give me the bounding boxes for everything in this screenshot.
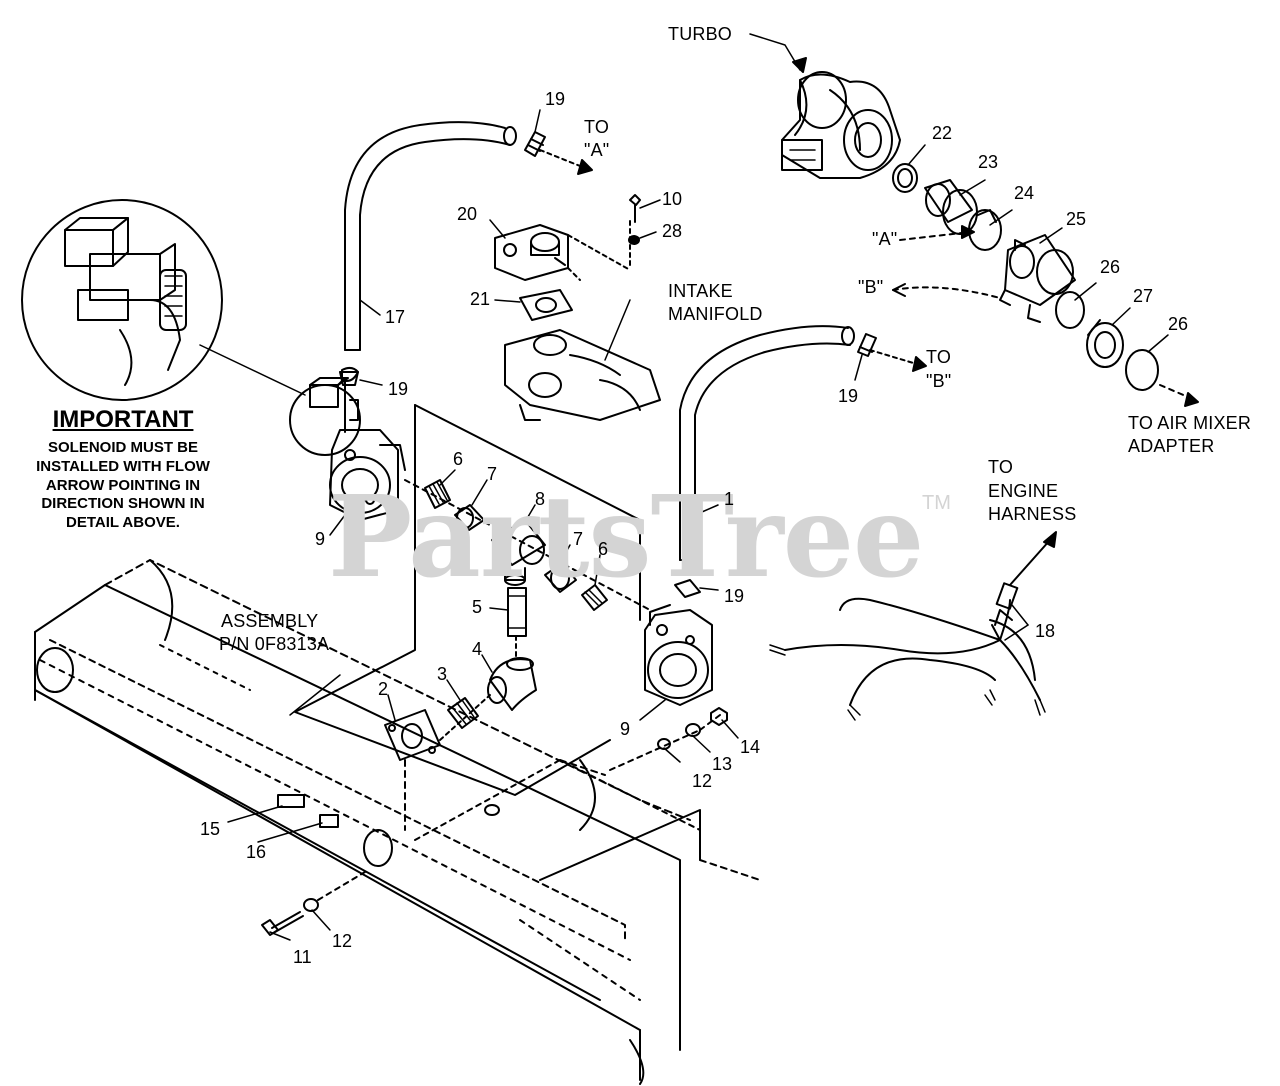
mixer-25 [999, 234, 1076, 323]
label-input-b: "B" [858, 277, 884, 297]
label-air-mixer-2: ADAPTER [1128, 436, 1215, 456]
oring-26b [1125, 349, 1159, 391]
label-assembly-1: ASSEMBLY [221, 611, 319, 631]
screw-11 [261, 911, 304, 936]
label-air-mixer-1: TO AIR MIXER [1128, 413, 1252, 433]
label-input-a: "A" [872, 229, 898, 249]
part-number-5: 5 [472, 597, 483, 617]
part-number-2: 2 [378, 679, 389, 699]
assembly-axis [404, 479, 651, 611]
part-number-20: 20 [457, 204, 478, 224]
washer-12 [657, 738, 671, 750]
fitting-27 [1086, 319, 1124, 368]
part-number-25: 25 [1066, 209, 1087, 229]
part-number-21: 21 [470, 289, 491, 309]
label-intake-2: MANIFOLD [668, 304, 763, 324]
label-engine-1: TO [988, 457, 1014, 477]
part-number-3: 3 [437, 664, 448, 684]
label-engine-3: HARNESS [988, 504, 1077, 524]
regulator-left [309, 366, 406, 521]
part-number-6a: 6 [453, 449, 464, 469]
bushing-7-upper [454, 504, 485, 531]
washer-12-bottom [303, 898, 319, 912]
part-number-19d: 19 [724, 586, 745, 606]
part-number-23: 23 [978, 152, 999, 172]
gas-valve-20 [494, 224, 569, 281]
part-number-10: 10 [662, 189, 683, 209]
arrow-to-a [539, 149, 586, 169]
part-number-15: 15 [200, 819, 221, 839]
part-number-9a: 9 [315, 529, 326, 549]
oring-26a [1055, 291, 1085, 329]
label-turbo: TURBO [668, 24, 732, 44]
gasket-21 [519, 289, 573, 321]
watermark-tm: TM [922, 492, 951, 514]
label-to-a-2: "A" [584, 140, 610, 160]
part-number-24: 24 [1014, 183, 1035, 203]
nipple-3 [447, 697, 479, 729]
part-number-4: 4 [472, 639, 483, 659]
label-to-b-1: TO [926, 347, 952, 367]
part-number-12a: 12 [692, 771, 713, 791]
bushing-7-lower [544, 562, 577, 593]
frame-rail [34, 559, 761, 1085]
flange-2 [384, 709, 441, 761]
hose-17 [344, 121, 517, 351]
label-engine-2: ENGINE [988, 481, 1059, 501]
part-number-7b: 7 [573, 529, 584, 549]
part-number-26a: 26 [1100, 257, 1121, 277]
part-number-11: 11 [293, 947, 312, 967]
note-heading: IMPORTANT [52, 406, 194, 433]
nut-14 [710, 707, 728, 726]
solenoid-detail [21, 199, 223, 401]
part-number-9b: 9 [620, 719, 631, 739]
part-number-26b: 26 [1168, 314, 1189, 334]
clamp-19-top [524, 131, 546, 157]
part-number-28: 28 [662, 221, 683, 241]
part-number-12b: 12 [332, 931, 353, 951]
label-intake-1: INTAKE [668, 281, 733, 301]
watermark-logo: PartsTree [328, 472, 924, 603]
note-body: SOLENOID MUST BE INSTALLED WITH FLOW ARR… [36, 439, 210, 531]
part-number-22: 22 [932, 123, 953, 143]
washer-28 [628, 235, 640, 245]
part-number-27: 27 [1133, 286, 1154, 306]
part-number-13: 13 [712, 754, 733, 774]
detail-leader [199, 344, 306, 396]
intake-manifold [504, 329, 661, 421]
regulator-right [644, 579, 713, 706]
part-number-16: 16 [246, 842, 267, 862]
label-to-a-1: TO [584, 117, 610, 137]
part-number-19c: 19 [838, 386, 859, 406]
part-number-14: 14 [740, 737, 761, 757]
part-number-7a: 7 [487, 464, 498, 484]
clamp-24 [968, 209, 1002, 251]
clamp-19-left [339, 371, 359, 386]
nipple-6-lower [581, 584, 608, 611]
elbow-4 [487, 657, 537, 711]
harness-18 [769, 582, 1046, 721]
part-number-8: 8 [535, 489, 546, 509]
clamp-22 [892, 163, 918, 193]
label-assembly-2: P/N 0F8313A [219, 634, 330, 654]
hose-1 [679, 325, 855, 561]
leader-lines [227, 109, 1169, 941]
part-number-6b: 6 [598, 539, 609, 559]
nipple-6-upper [424, 479, 451, 509]
part-number-18: 18 [1035, 621, 1056, 641]
screw-10 [629, 194, 641, 206]
part-number-19a: 19 [545, 89, 566, 109]
tee-8 [491, 519, 546, 586]
part-number-17: 17 [385, 307, 406, 327]
part-number-1: 1 [724, 489, 735, 509]
label-to-b-2: "B" [926, 371, 952, 391]
part-number-19b: 19 [388, 379, 409, 399]
assembly-outline [294, 404, 641, 831]
turbo [781, 71, 901, 179]
important-note: IMPORTANT SOLENOID MUST BE INSTALLED WIT… [18, 405, 228, 533]
clamp-19-right [857, 333, 877, 357]
